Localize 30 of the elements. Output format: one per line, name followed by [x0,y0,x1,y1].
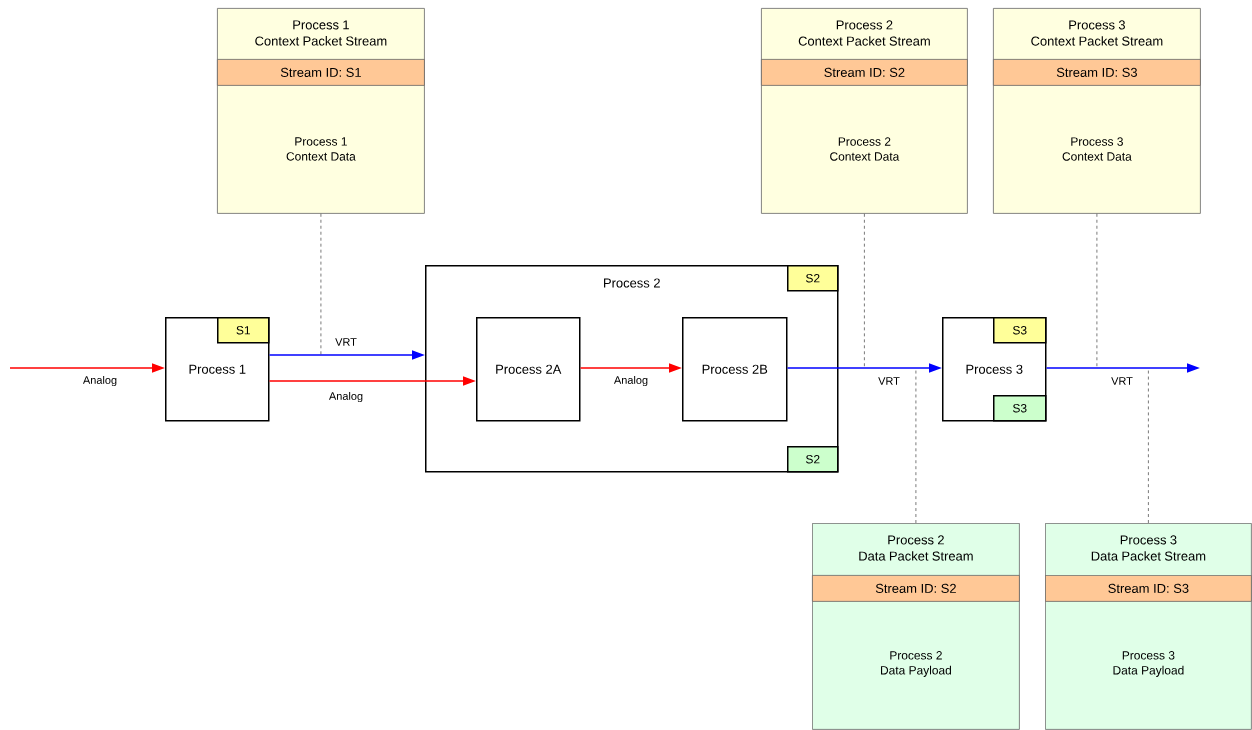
process-box: Process 2A [476,317,581,422]
process-box: Process 2B [682,317,788,422]
edge-label: VRT [334,337,358,347]
packet-body: Process 3 Data Payload [1113,651,1184,677]
stream-tag: S2 [787,265,839,292]
edge-label: Analog [327,390,365,404]
stream-tag: S3 [993,395,1047,422]
edge-label: VRT [877,376,901,386]
leader-line [864,213,865,369]
packet-title: Process 1 Context Packet Stream [255,20,387,46]
packet-title: Process 3 Context Packet Stream [1031,20,1163,46]
edge-label: VRT [1110,376,1134,386]
stream-id-band: Stream ID: S1 [217,59,425,86]
packet-body: Process 2 Context Data [830,137,900,161]
stream-id-band: Stream ID: S3 [993,59,1201,86]
packet-title: Process 3 Data Packet Stream [1091,535,1206,561]
stream-id-band: Stream ID: S2 [761,59,968,86]
stream-id-band: Stream ID: S3 [1045,575,1252,602]
stream-id-band: Stream ID: S2 [812,575,1020,602]
leader-line [320,213,322,356]
edge-label: Analog [81,374,119,388]
packet-title: Process 2 Context Packet Stream [798,20,930,46]
packet-body: Process 3 Context Data [1062,137,1132,161]
stream-tag: S1 [217,317,270,344]
leader-line [1096,213,1098,369]
packet-body: Process 1 Context Data [286,137,356,161]
packet-body: Process 2 Data Payload [881,651,951,677]
packet-title: Process 2 Data Packet Stream [859,535,973,561]
stream-tag: S3 [993,317,1047,344]
stream-tag: S2 [787,446,839,473]
